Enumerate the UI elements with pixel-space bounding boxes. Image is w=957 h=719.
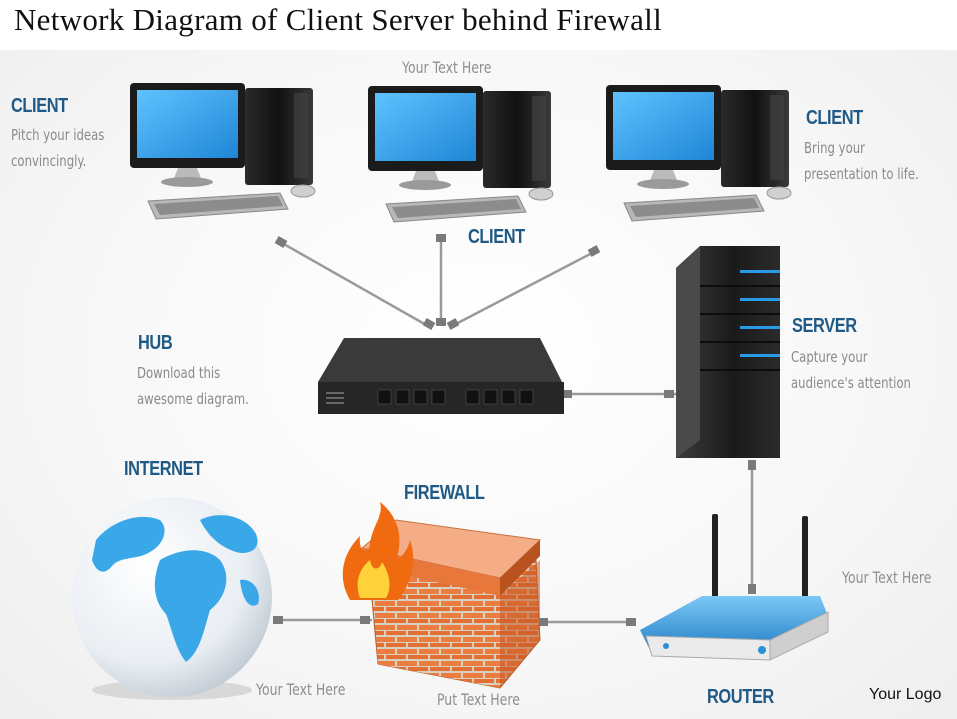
title-bar (0, 0, 957, 50)
server-icon (676, 246, 780, 458)
cables (275, 238, 754, 624)
client-right-text-line2: presentation to life. (804, 165, 919, 183)
cable-client-left (281, 241, 429, 328)
router-heading: ROUTER (707, 686, 774, 708)
firewall-heading: FIREWALL (404, 482, 485, 504)
computer-icon (606, 85, 792, 222)
router-icon (640, 514, 829, 661)
hub-heading: HUB (138, 332, 173, 354)
router-text-placeholder: Your Text Here (842, 568, 932, 587)
computer-icon (368, 86, 554, 223)
client-center-heading: CLIENT (468, 226, 525, 248)
client-right-heading: CLIENT (806, 107, 863, 129)
server-text-line1: Capture your (791, 348, 868, 366)
server-text-line2: audience's attention (791, 374, 911, 392)
logo-placeholder: Your Logo (869, 686, 942, 703)
cable-client-right (451, 250, 595, 328)
internet-heading: INTERNET (124, 458, 203, 480)
client-right-text-line1: Bring your (804, 139, 865, 157)
top-text-placeholder: Your Text Here (402, 58, 492, 77)
hub-text-line1: Download this (137, 364, 221, 382)
hub-text-line2: awesome diagram. (137, 390, 249, 408)
firewall-text-placeholder: Put Text Here (437, 690, 520, 709)
internet-text-placeholder: Your Text Here (256, 680, 346, 699)
server-heading: SERVER (792, 315, 857, 337)
client-left-text-line2: convincingly. (11, 152, 87, 170)
globe-icon (72, 497, 272, 700)
page-title: Network Diagram of Client Server behind … (14, 2, 663, 37)
hub-icon (318, 338, 564, 414)
client-left-text-line1: Pitch your ideas (11, 126, 105, 144)
computer-icon (130, 83, 316, 220)
firewall-icon (342, 502, 542, 689)
client-left-heading: CLIENT (11, 95, 68, 117)
